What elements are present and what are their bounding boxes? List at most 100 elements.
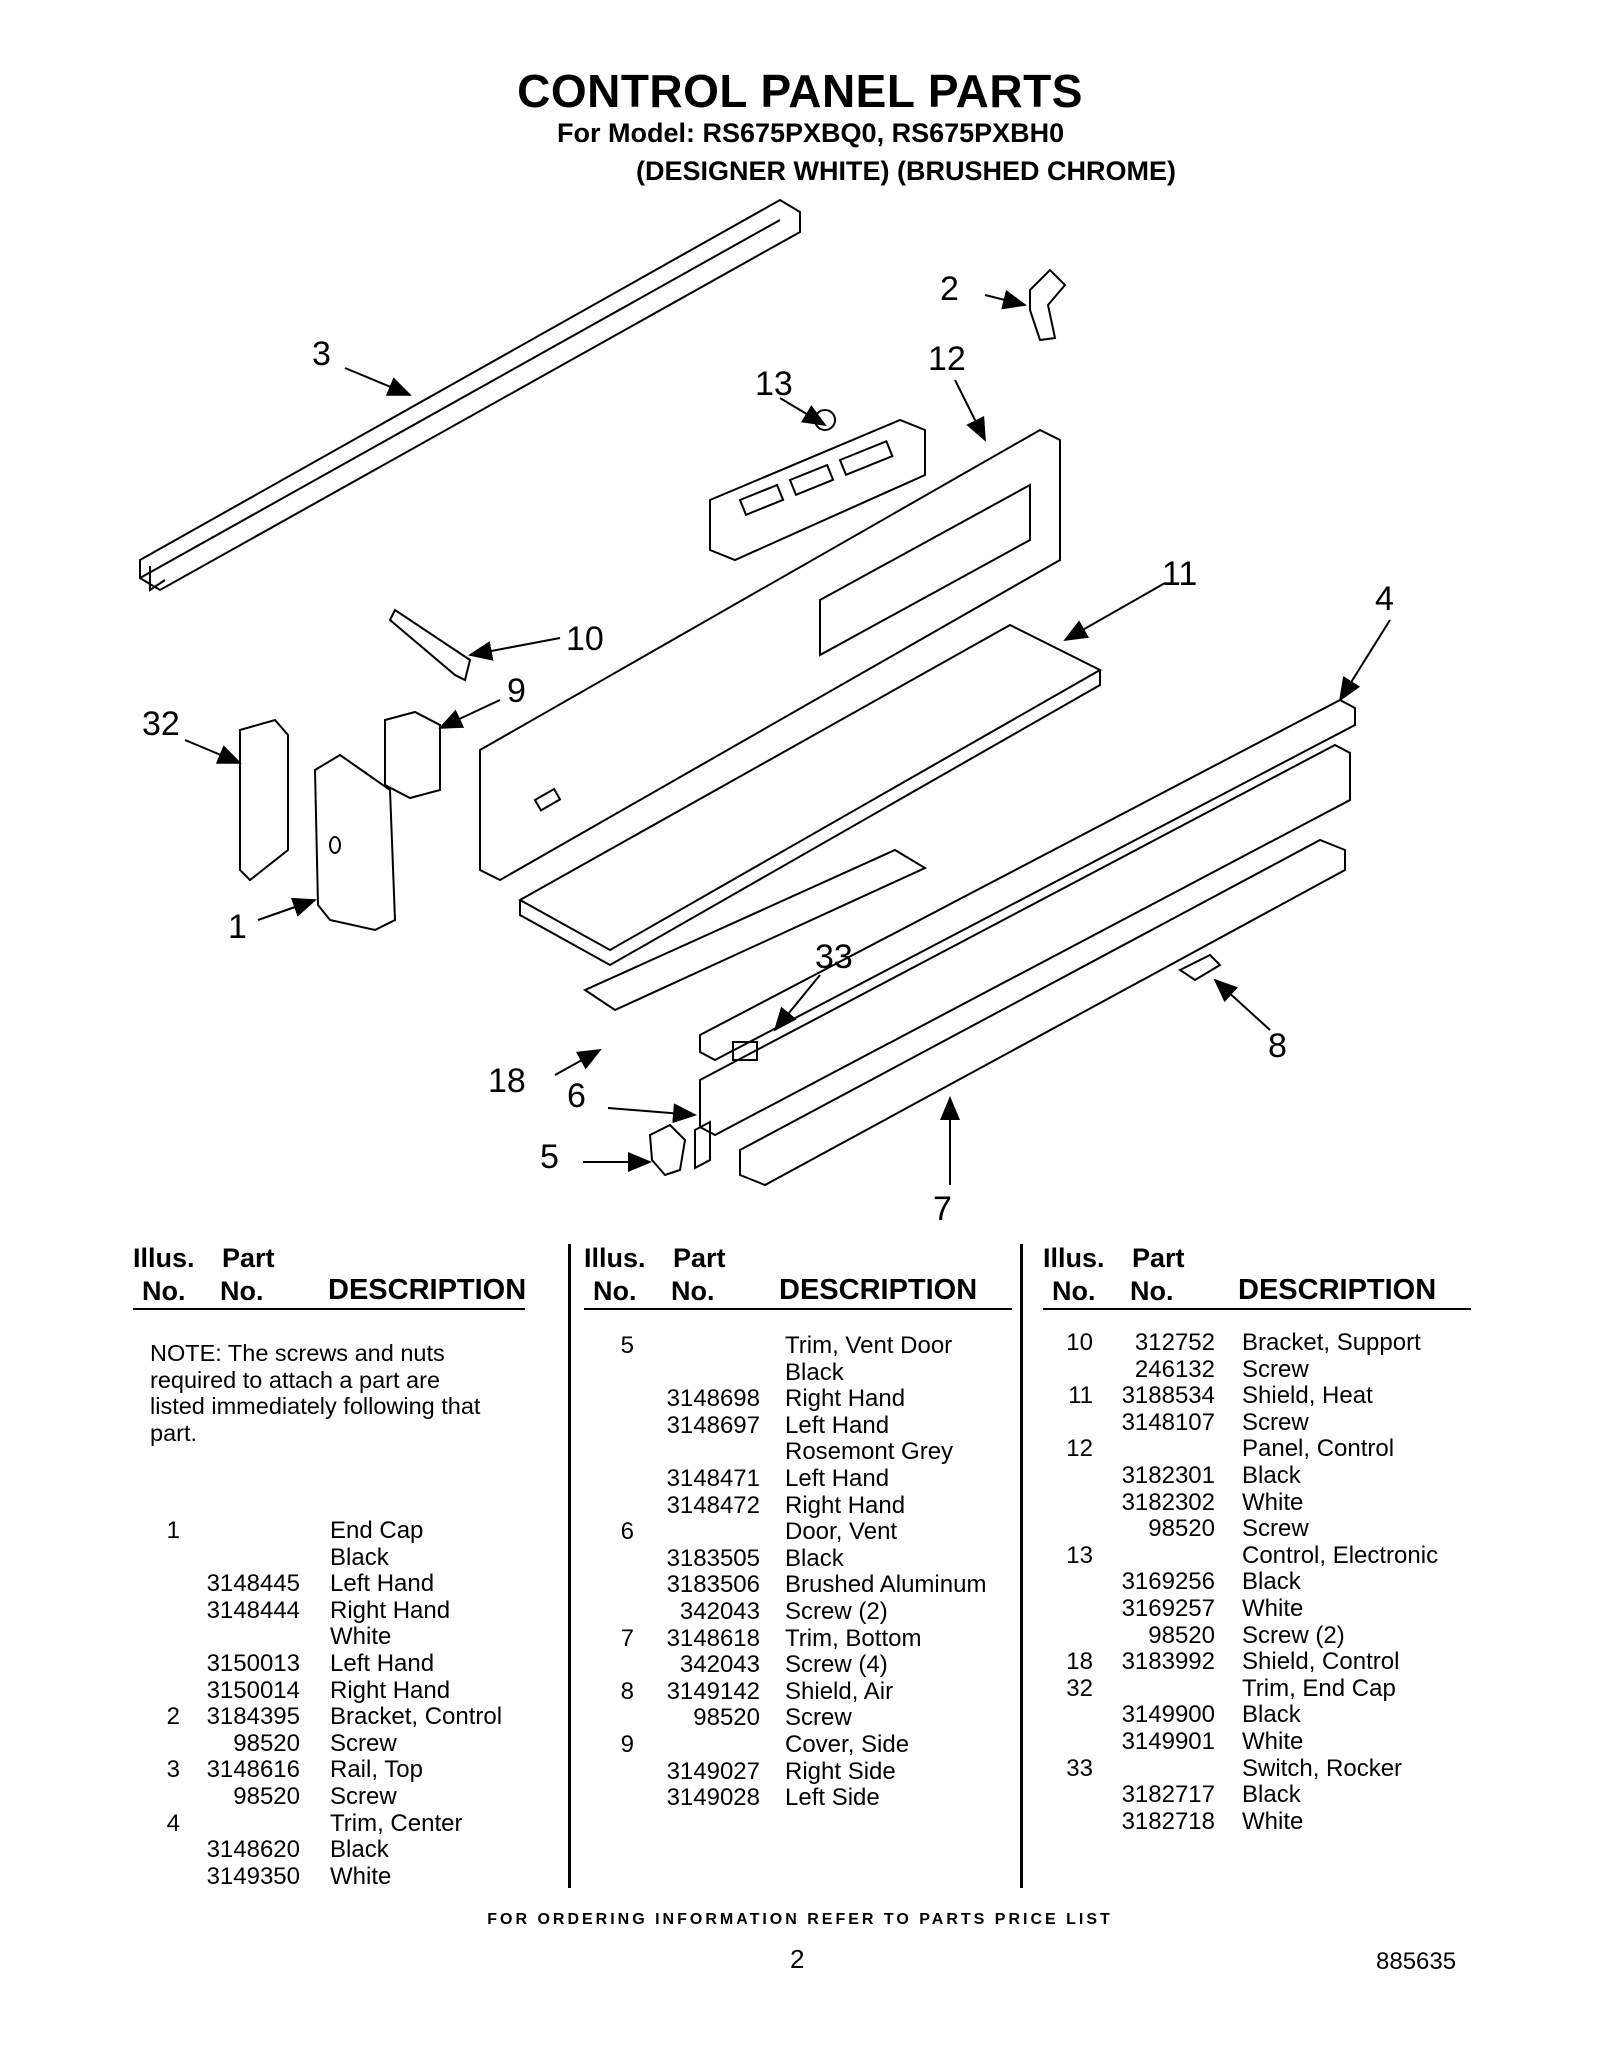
- bottom-trim-part: [739, 838, 1346, 1187]
- callout-6: 6: [567, 1077, 586, 1115]
- part-description: Left Hand: [330, 1570, 435, 1598]
- part-number: 3149900: [1121, 1701, 1215, 1729]
- document-number: 885635: [1376, 1948, 1457, 1975]
- end-cap-trim-part: [239, 718, 289, 882]
- header-rule: [584, 1308, 1012, 1310]
- part-description: Screw: [1242, 1515, 1309, 1543]
- part-description: Trim, Bottom: [785, 1624, 922, 1652]
- part-description: Black: [1242, 1462, 1301, 1489]
- illus-number: 12: [1066, 1435, 1093, 1463]
- header-part: Part: [1132, 1243, 1185, 1273]
- illus-number: 1: [166, 1517, 180, 1544]
- part-number: 3149028: [666, 1784, 760, 1812]
- part-description: Screw: [1242, 1355, 1309, 1383]
- vent-door-part: [694, 1120, 711, 1170]
- exploded-parts-diagram: 3 2 12 13 11 10 4 9 32 1 33 18 8 6 5 7: [139, 198, 1394, 1228]
- illus-number: 3: [166, 1756, 180, 1784]
- part-description: White: [1242, 1807, 1304, 1835]
- part-number: 3148444: [206, 1596, 300, 1624]
- part-description: White: [1242, 1488, 1304, 1516]
- part-number: 3183505: [666, 1544, 760, 1572]
- part-description: Screw (2): [1242, 1621, 1345, 1649]
- part-number: 98520: [233, 1729, 300, 1757]
- part-number: 98520: [693, 1704, 760, 1732]
- part-number: 3148472: [666, 1491, 760, 1519]
- part-number: 3182718: [1121, 1807, 1215, 1835]
- callout-18: 18: [488, 1062, 526, 1100]
- part-description: Right Hand: [785, 1385, 906, 1413]
- part-description: Black: [330, 1836, 389, 1864]
- illus-number: 6: [620, 1518, 634, 1546]
- header-illus-no: No.: [1052, 1276, 1096, 1306]
- callout-2: 2: [940, 270, 959, 308]
- part-number: 312752: [1134, 1329, 1215, 1356]
- illus-number: 7: [620, 1624, 634, 1652]
- part-number: 3148471: [666, 1465, 760, 1492]
- part-number: 3188534: [1121, 1382, 1215, 1410]
- callout-10: 10: [566, 620, 604, 658]
- illus-number: 33: [1066, 1754, 1093, 1782]
- part-description: Screw: [785, 1704, 852, 1732]
- callout-33: 33: [815, 938, 853, 976]
- part-description: White: [1242, 1728, 1304, 1755]
- illus-number: 32: [1066, 1674, 1093, 1702]
- part-description: Black: [1242, 1568, 1301, 1596]
- part-description: Panel, Control: [1242, 1435, 1395, 1463]
- header-illus: Illus.: [133, 1243, 195, 1273]
- callout-1: 1: [228, 908, 247, 946]
- part-description: Black: [330, 1543, 389, 1571]
- header-illus: Illus.: [1043, 1243, 1105, 1273]
- callout-3: 3: [312, 335, 331, 373]
- part-description: Black: [1242, 1701, 1301, 1729]
- callout-32: 32: [142, 705, 180, 743]
- part-description: Left Hand: [330, 1650, 435, 1677]
- part-description: Black: [785, 1358, 844, 1386]
- part-description: Screw: [330, 1729, 397, 1757]
- bracket-part: [1029, 268, 1067, 342]
- illus-number: 2: [166, 1703, 180, 1731]
- part-number: 98520: [1148, 1621, 1215, 1649]
- part-description: Black: [1242, 1781, 1301, 1809]
- screws-note: NOTE: The screws and nuts required to at…: [150, 1340, 481, 1446]
- part-number: 3150013: [206, 1650, 300, 1677]
- part-number: 3149350: [206, 1862, 300, 1890]
- header-illus-no: No.: [142, 1276, 186, 1306]
- part-description: Screw (2): [785, 1598, 888, 1625]
- part-number: 3169257: [1121, 1595, 1215, 1622]
- part-description: White: [330, 1862, 392, 1890]
- illus-number: 13: [1066, 1541, 1093, 1569]
- control-shield-part: [582, 848, 928, 1012]
- control-panel-part: [479, 428, 1061, 882]
- part-description: Control, Electronic: [1242, 1541, 1439, 1569]
- part-description: Black: [785, 1544, 844, 1572]
- part-number: 3182717: [1121, 1781, 1215, 1809]
- part-description: Left Hand: [785, 1465, 890, 1492]
- part-description: End Cap: [330, 1517, 424, 1544]
- header-part-no: No.: [1130, 1276, 1174, 1306]
- callout-7: 7: [933, 1190, 952, 1228]
- part-description: Trim, Center: [330, 1809, 463, 1837]
- illus-number: 18: [1066, 1648, 1093, 1676]
- illus-number: 4: [166, 1809, 180, 1837]
- side-cover-part: [384, 710, 441, 800]
- ordering-footer: FOR ORDERING INFORMATION REFER TO PARTS …: [487, 1911, 1113, 1928]
- callout-8: 8: [1268, 1027, 1287, 1065]
- header-illus-no: No.: [593, 1276, 637, 1306]
- part-description: Screw: [330, 1783, 397, 1810]
- part-description: Right Hand: [330, 1676, 451, 1704]
- part-description: Bracket, Control: [330, 1703, 503, 1731]
- part-number: 342043: [679, 1651, 760, 1679]
- part-description: Rail, Top: [330, 1756, 423, 1784]
- part-description: Screw (4): [785, 1651, 888, 1679]
- part-description: White: [330, 1623, 392, 1651]
- page-number: 2: [790, 1944, 805, 1974]
- part-number: 3148618: [666, 1624, 760, 1652]
- rocker-switch-part: [732, 1041, 758, 1061]
- part-number: 3182301: [1121, 1462, 1215, 1489]
- column-divider-2: [1020, 1244, 1023, 1888]
- electronic-control-part: [709, 418, 926, 562]
- part-description: Trim, Vent Door: [785, 1332, 953, 1359]
- part-number: 3182302: [1121, 1488, 1215, 1516]
- variant-line: (DESIGNER WHITE) (BRUSHED CHROME): [636, 156, 1176, 186]
- illus-number: 10: [1066, 1329, 1093, 1356]
